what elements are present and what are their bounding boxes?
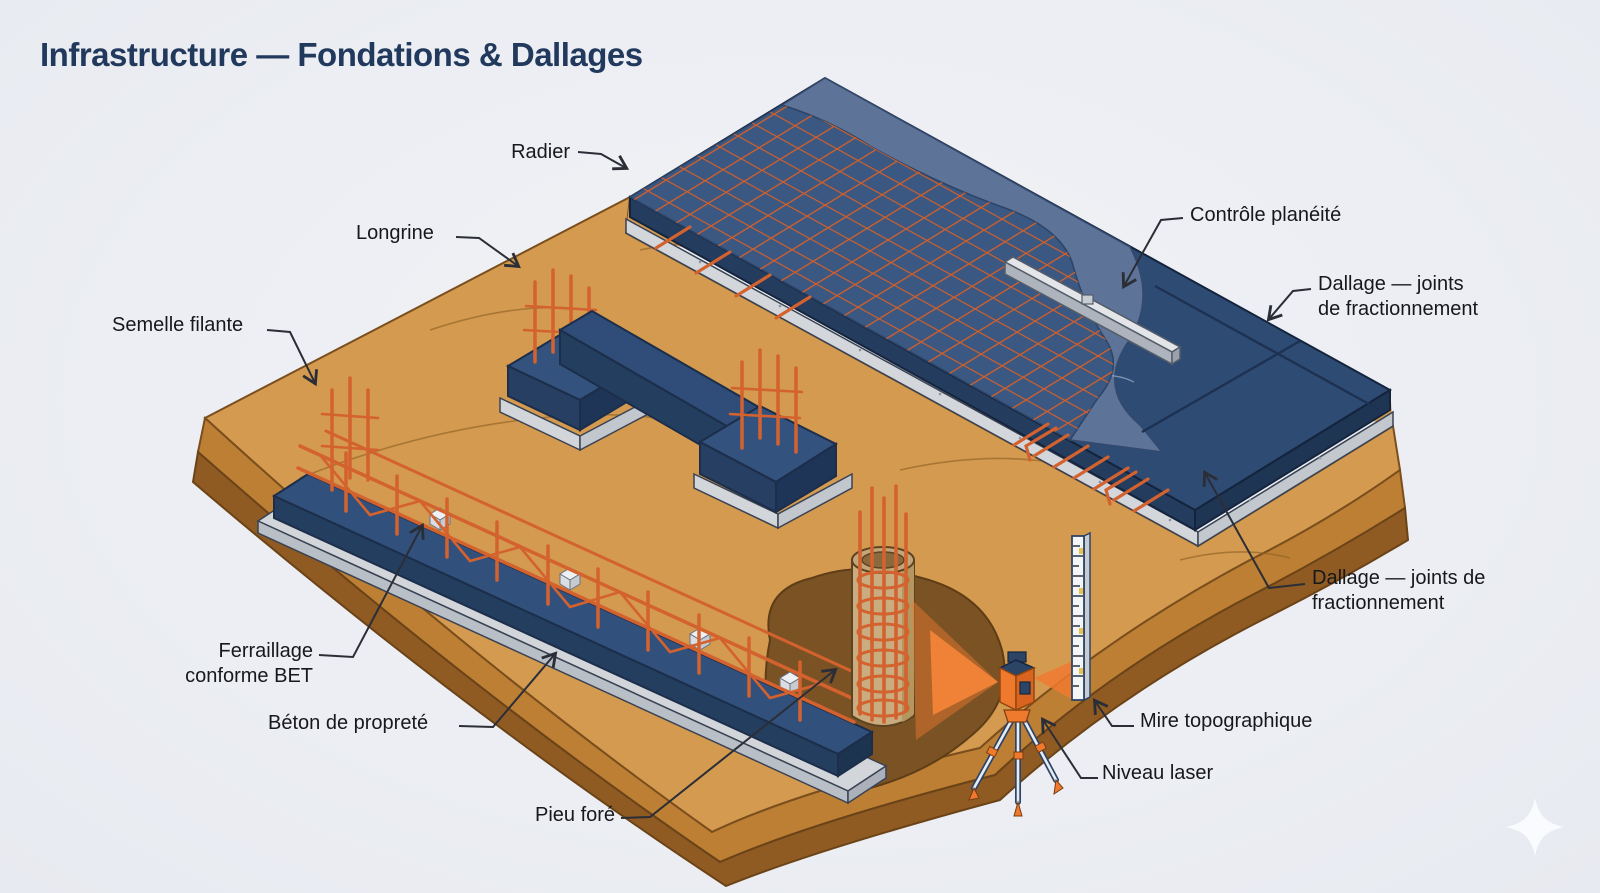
sparkle-icon <box>1506 798 1564 856</box>
page-title: Infrastructure — Fondations & Dallages <box>40 36 643 73</box>
label-dallage-joints-bottom: Dallage — joints de fractionnement <box>1312 567 1486 614</box>
label-dallage-joints-right: Dallage — joints de fractionnement <box>1318 273 1479 320</box>
leader-ferraillage <box>318 522 425 659</box>
dallage-joints <box>1141 284 1379 434</box>
pad-footings-longrine <box>499 268 853 530</box>
leader-semelle-filante <box>266 329 319 387</box>
tripod <box>968 709 1064 817</box>
label-controle-planeite: Contrôle planéité <box>1190 204 1342 226</box>
survey-staff <box>1071 531 1091 702</box>
pad2-rebar <box>728 348 804 454</box>
leader-dallage-joints-bottom <box>1202 469 1306 590</box>
leader-lines <box>266 151 1312 819</box>
laser-device <box>998 651 1036 712</box>
label-beton-proprete: Béton de propreté <box>268 712 429 734</box>
leader-dallage-joints-right <box>1266 288 1312 322</box>
leader-mire <box>1092 698 1134 727</box>
label-mire-topographique: Mire topographique <box>1140 710 1313 732</box>
laser-beams <box>912 600 1073 740</box>
leader-radier <box>577 151 630 171</box>
laser-level <box>912 600 1073 817</box>
label-radier: Radier <box>511 141 570 163</box>
rebar-mesh <box>628 104 1115 441</box>
label-ferraillage-bet: Ferraillage conforme BET <box>185 640 313 687</box>
label-niveau-laser: Niveau laser <box>1102 762 1214 784</box>
pile-rebar-cage <box>856 484 910 724</box>
leader-longrine <box>455 236 521 269</box>
leader-beton-proprete <box>458 651 558 729</box>
strip-footing <box>256 376 888 805</box>
leader-controle-planeite <box>1121 217 1184 290</box>
screed-bar <box>1003 256 1182 366</box>
label-longrine: Longrine <box>356 222 434 244</box>
dowel-bars <box>1012 422 1170 513</box>
mesh-edge-rebar <box>654 225 812 320</box>
raft-slab <box>625 76 1394 548</box>
leader-niveau-laser <box>1041 716 1098 779</box>
leader-pieu-fore <box>620 667 838 819</box>
bored-pile <box>851 484 915 727</box>
footing-rebar-cage <box>296 376 884 724</box>
label-semelle-filante: Semelle filante <box>112 314 244 336</box>
label-pieu-fore: Pieu foré <box>535 804 616 826</box>
